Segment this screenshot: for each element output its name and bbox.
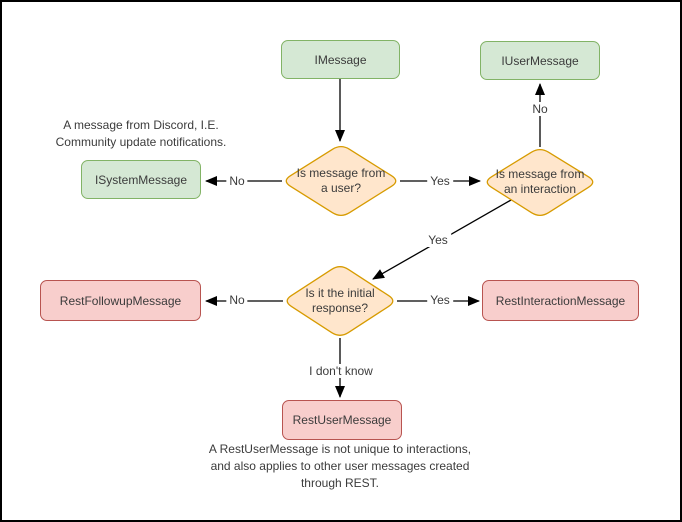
node-restinteractionmessage-label: RestInteractionMessage — [495, 293, 626, 308]
edge-label-interaction-no: No — [529, 102, 551, 116]
note-rest-user-message: A RestUserMessage is not unique to inter… — [166, 441, 514, 492]
edge-label-initial-yes: Yes — [427, 293, 453, 307]
node-imessage-label: IMessage — [314, 52, 367, 67]
decision-user-shape — [285, 146, 397, 216]
edge-label-interaction-yes: Yes — [425, 233, 451, 247]
node-restinteractionmessage: RestInteractionMessage — [482, 280, 639, 321]
note-rest-user-message-line1: A RestUserMessage is not unique to inter… — [208, 442, 472, 456]
edge-label-user-yes: Yes — [427, 174, 453, 188]
note-system-message: A message from Discord, I.E. Community u… — [40, 117, 242, 151]
decision-interaction-shape — [486, 148, 594, 216]
node-iusermessage: IUserMessage — [480, 41, 600, 80]
node-imessage: IMessage — [281, 40, 400, 79]
node-restusermessage-label: RestUserMessage — [292, 413, 392, 427]
node-isystemmessage-label: ISystemMessage — [94, 172, 188, 187]
note-system-message-line1: A message from Discord, I.E. — [63, 118, 219, 132]
note-system-message-line2: Community update notifications. — [55, 135, 227, 149]
node-restfollowupmessage: RestFollowupMessage — [40, 280, 201, 321]
node-restusermessage: RestUserMessage — [282, 400, 402, 440]
node-isystemmessage: ISystemMessage — [81, 160, 201, 199]
node-iusermessage-label: IUserMessage — [501, 53, 579, 68]
edge-label-initial-no: No — [226, 293, 248, 307]
edge-label-user-no: No — [226, 174, 248, 188]
note-rest-user-message-line2: and also applies to other user messages … — [210, 459, 470, 473]
edge-label-initial-unknown: I don't know — [306, 364, 376, 378]
note-rest-user-message-line3: through REST. — [300, 476, 380, 490]
node-restfollowupmessage-label: RestFollowupMessage — [59, 293, 182, 308]
decision-initial-shape — [286, 266, 394, 336]
